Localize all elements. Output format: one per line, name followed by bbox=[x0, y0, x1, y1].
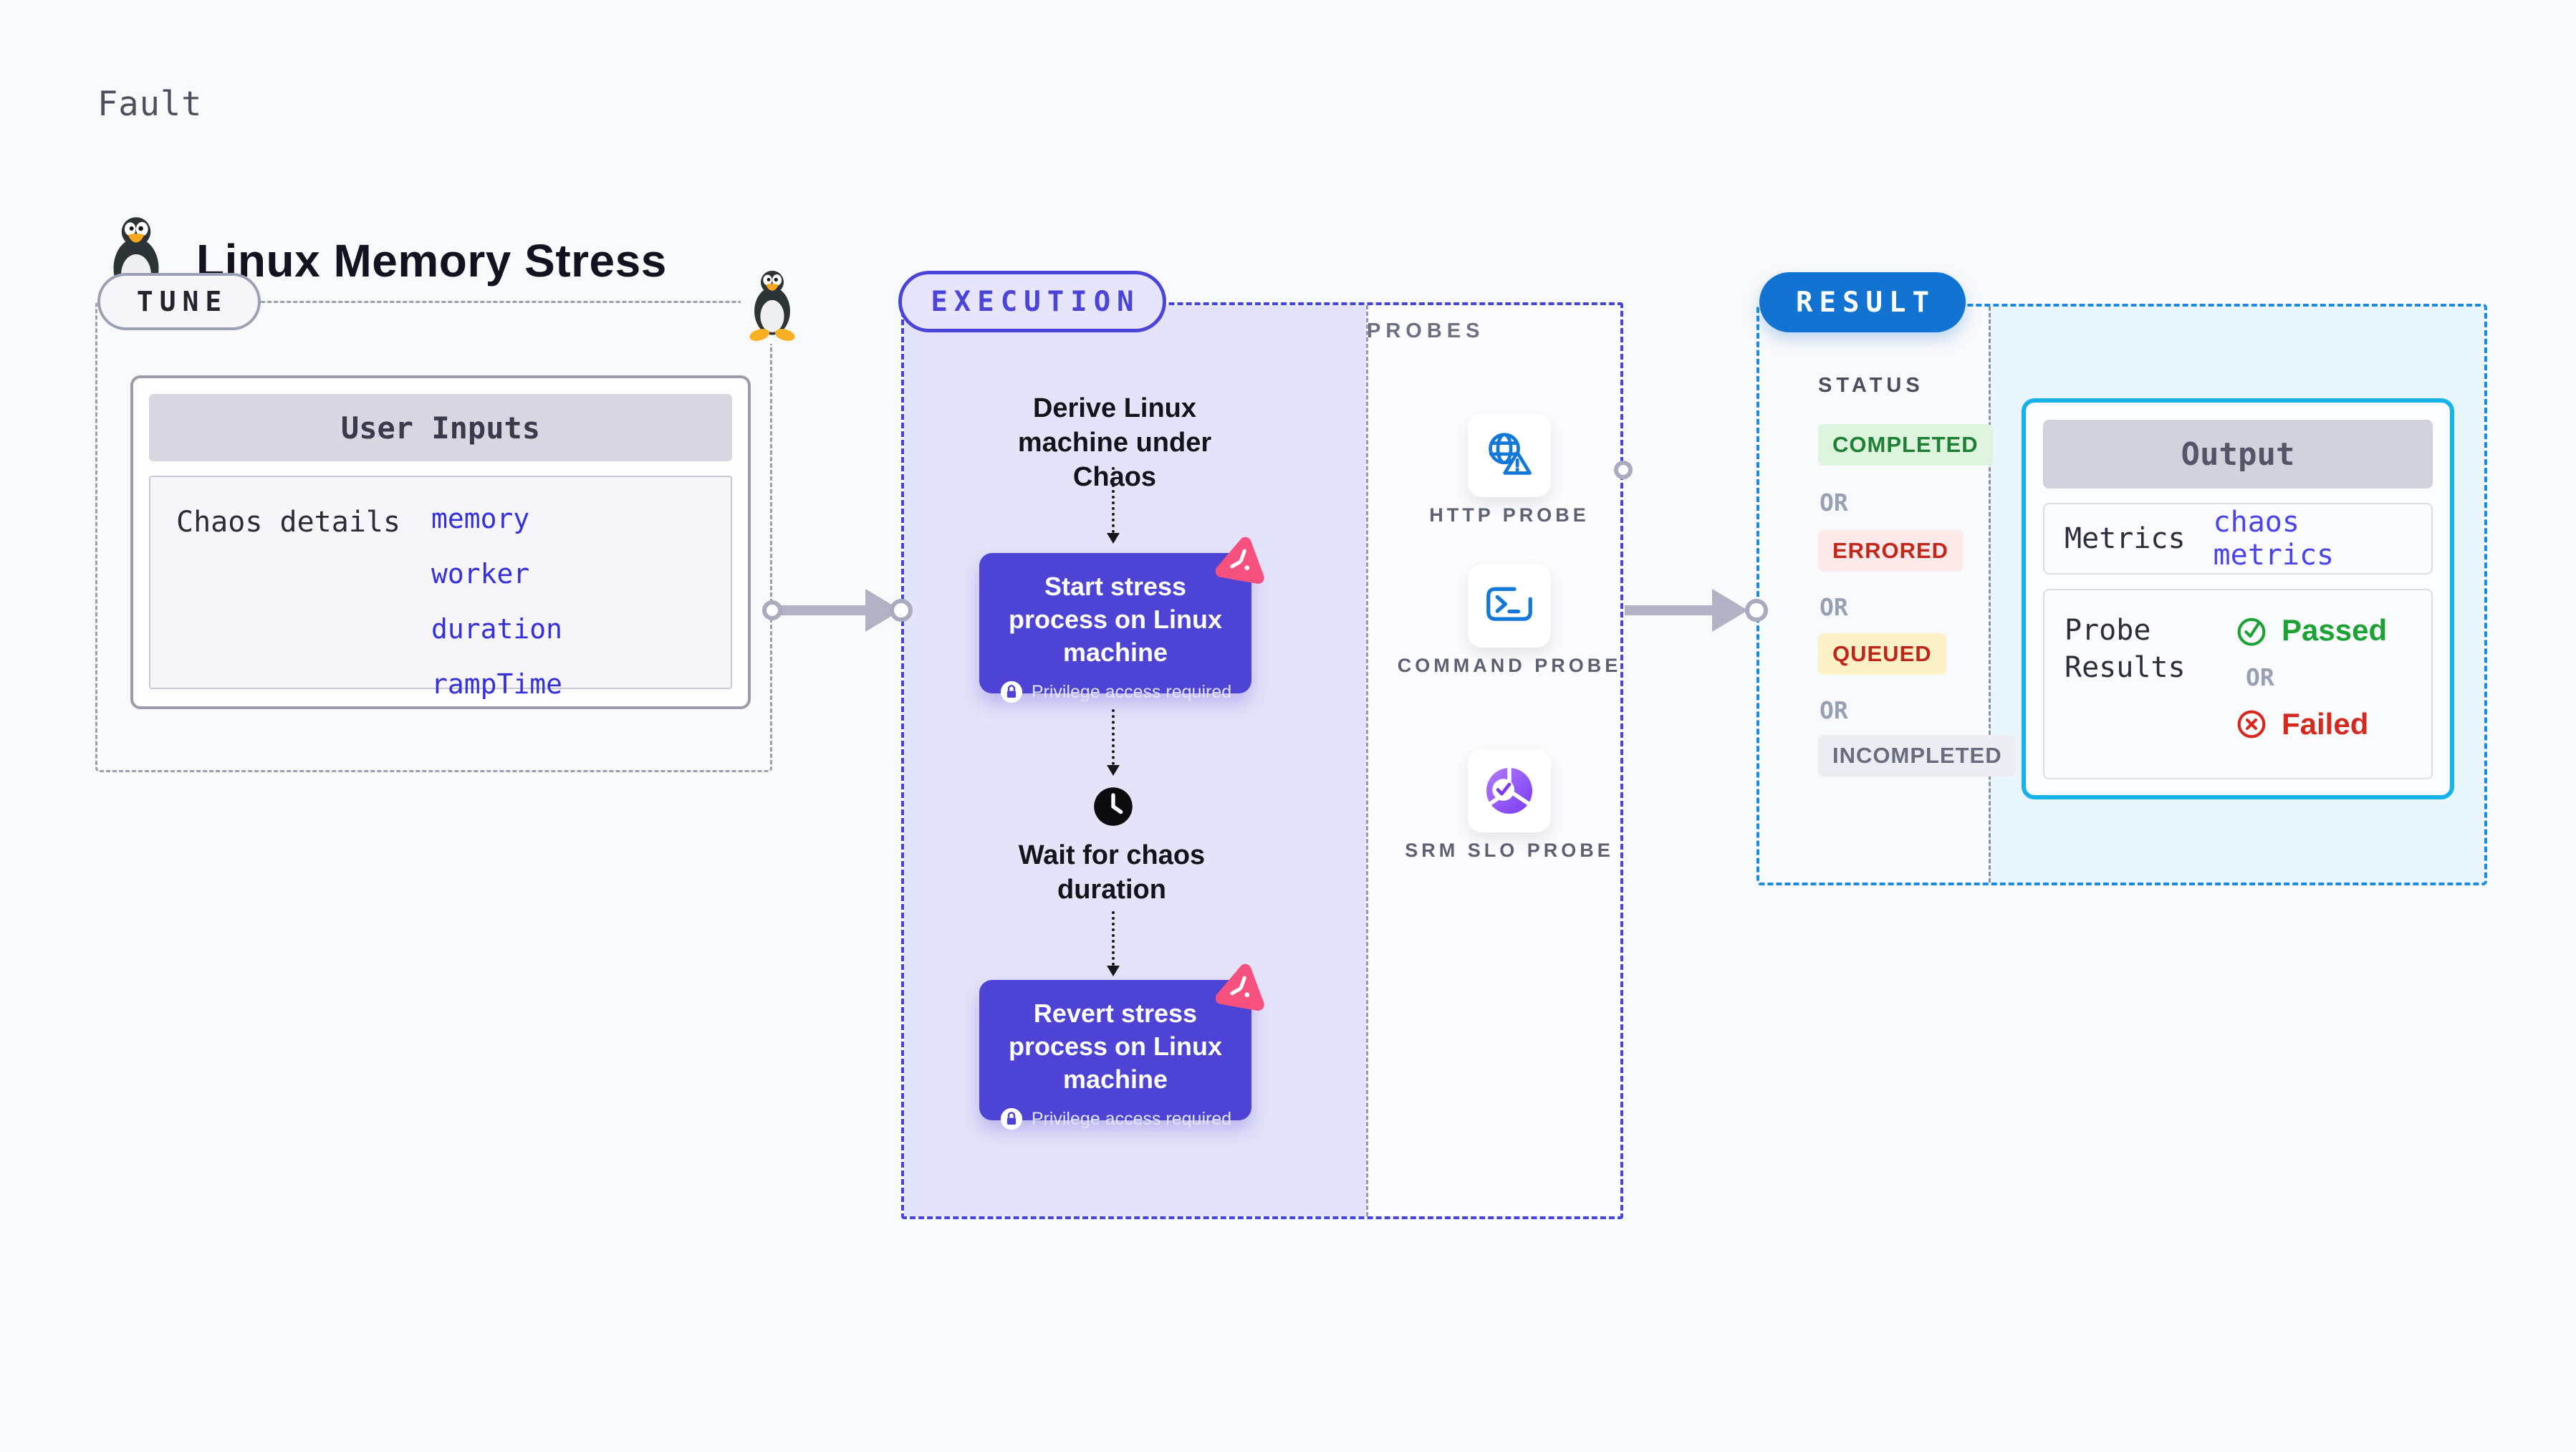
revert-stress-step-button[interactable]: Revert stress process on Linux machine P… bbox=[979, 980, 1251, 1131]
user-inputs-title: User Inputs bbox=[149, 394, 732, 461]
page-title: Linux Memory Stress bbox=[196, 235, 667, 287]
input-value: duration bbox=[431, 613, 563, 645]
privilege-note: Privilege access required bbox=[998, 1102, 1233, 1135]
chaos-details-label: Chaos details bbox=[176, 506, 401, 539]
user-inputs-card: User Inputs Chaos details memory worker … bbox=[130, 375, 751, 709]
user-inputs-table: Chaos details memory worker duration ram… bbox=[149, 476, 732, 700]
chaos-experiment-icon bbox=[1216, 534, 1269, 587]
flow-arrow bbox=[775, 605, 865, 615]
page-title-row: Linux Memory Stress bbox=[102, 205, 667, 317]
metrics-row: Metrics chaos metrics bbox=[2043, 503, 2433, 574]
http-probe-label: HTTP PROBE bbox=[1429, 504, 1590, 526]
probes-label: PROBES bbox=[1367, 319, 1485, 342]
metrics-label: Metrics bbox=[2065, 522, 2186, 555]
flow-arrow bbox=[1625, 605, 1714, 615]
status-badge-queued: QUEUED bbox=[1818, 633, 1946, 675]
clock-icon bbox=[1094, 787, 1133, 826]
output-card: Output Metrics chaos metrics Probe Resul… bbox=[2022, 398, 2454, 799]
status-badge-incompleted: INCOMPLETED bbox=[1818, 735, 2017, 777]
x-circle-icon bbox=[2237, 710, 2266, 739]
result-pill: RESULT bbox=[1759, 272, 1966, 332]
wait-step-label: Wait for chaos duration bbox=[1018, 840, 1206, 905]
down-arrow-icon bbox=[1107, 467, 1120, 544]
linux-tux-corner-icon bbox=[741, 266, 804, 344]
privilege-note: Privilege access required bbox=[998, 675, 1233, 708]
srm-slo-icon bbox=[1486, 767, 1533, 814]
flow-arrowhead-icon bbox=[1712, 589, 1748, 632]
down-arrow-icon bbox=[1107, 709, 1120, 776]
tune-pill: TUNE bbox=[97, 273, 261, 330]
command-probe-label: COMMAND PROBE bbox=[1397, 655, 1622, 676]
command-probe-card[interactable] bbox=[1468, 564, 1551, 648]
check-circle-icon bbox=[2237, 617, 2266, 646]
or-separator: OR bbox=[1820, 489, 1848, 516]
connector-ring bbox=[890, 599, 913, 622]
probe-results-values: Passed OR Failed bbox=[2233, 612, 2387, 778]
status-label: STATUS bbox=[1818, 374, 1924, 397]
start-stress-step-button[interactable]: Start stress process on Linux machine Pr… bbox=[979, 553, 1251, 704]
probe-results-label: Probe Results bbox=[2065, 614, 2186, 684]
connector-ring bbox=[762, 600, 782, 620]
revert-stress-step-label: Revert stress process on Linux machine bbox=[1008, 999, 1223, 1094]
status-badge-errored: ERRORED bbox=[1818, 530, 1964, 572]
connector-ring bbox=[1745, 599, 1768, 622]
input-value: memory bbox=[431, 503, 530, 534]
start-stress-step-label: Start stress process on Linux machine bbox=[1008, 572, 1223, 667]
status-badge-completed: COMPLETED bbox=[1818, 424, 1993, 466]
probe-results-row: Probe Results Passed OR Faile bbox=[2043, 589, 2433, 779]
chaos-details-values: memory worker duration rampTime bbox=[431, 503, 562, 700]
execution-pill: EXECUTION bbox=[898, 271, 1166, 332]
globe-alert-icon bbox=[1489, 433, 1532, 475]
input-value: worker bbox=[431, 558, 530, 590]
srm-slo-probe-label: SRM SLO PROBE bbox=[1405, 840, 1614, 861]
input-value: rampTime bbox=[431, 668, 563, 700]
derive-step-label: Derive Linux machine under Chaos bbox=[1017, 393, 1212, 492]
or-separator: OR bbox=[2246, 663, 2274, 691]
lock-icon bbox=[999, 1107, 1024, 1131]
down-arrow-icon bbox=[1107, 911, 1120, 976]
fault-kicker: Fault bbox=[97, 85, 203, 124]
or-separator: OR bbox=[1820, 593, 1848, 621]
or-separator: OR bbox=[1820, 696, 1848, 724]
failed-result: Failed bbox=[2233, 706, 2387, 743]
passed-result: Passed bbox=[2233, 612, 2387, 649]
lock-icon bbox=[999, 680, 1024, 704]
chaos-experiment-icon bbox=[1216, 961, 1269, 1014]
output-title: Output bbox=[2043, 420, 2433, 489]
tune-section-box bbox=[95, 301, 772, 772]
http-probe-card[interactable] bbox=[1468, 414, 1551, 497]
srm-slo-probe-card[interactable] bbox=[1468, 749, 1551, 832]
terminal-icon bbox=[1486, 587, 1532, 621]
metrics-value: chaos metrics bbox=[2213, 506, 2335, 572]
connector-ring bbox=[1614, 461, 1633, 479]
